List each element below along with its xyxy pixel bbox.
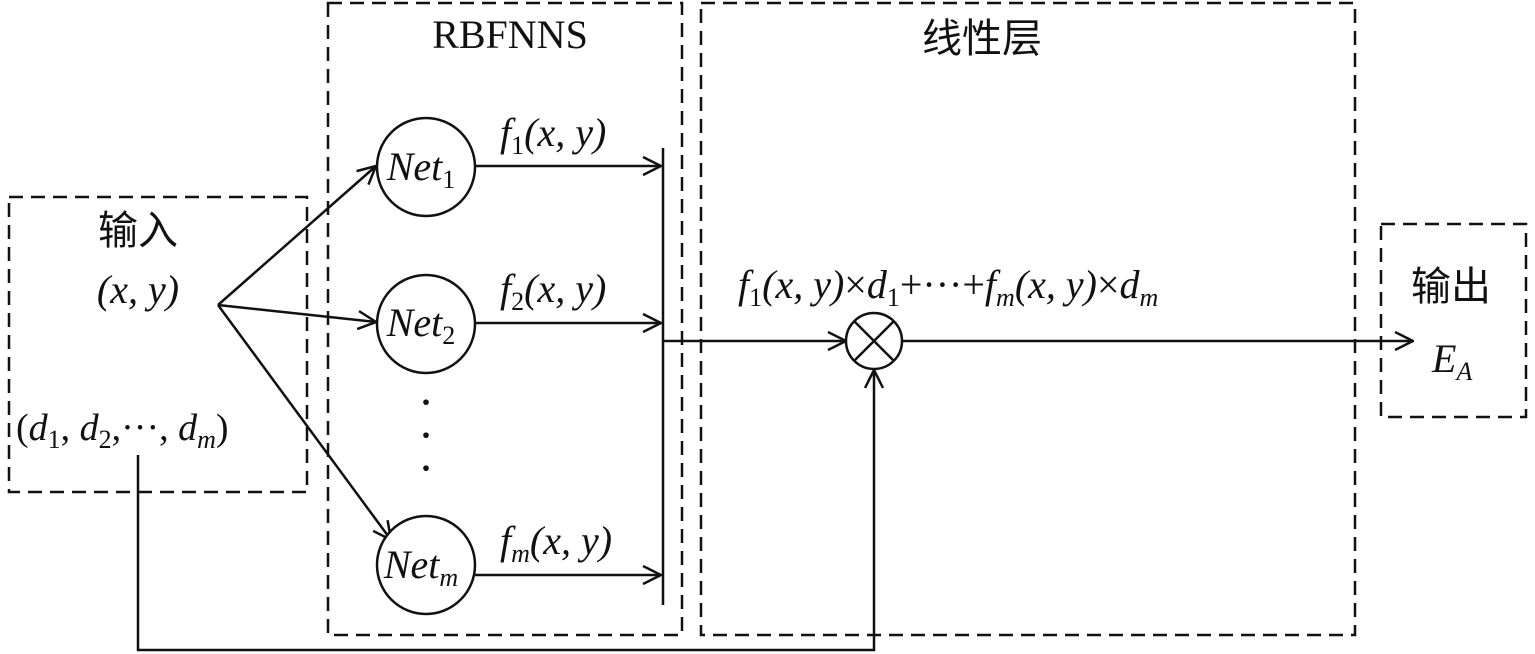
linear-layer-title: 线性层 [922, 16, 1042, 61]
svg-text:·: · [418, 376, 434, 429]
d-weights-path [136, 370, 874, 652]
netm-node: Netm [375, 514, 477, 616]
input-xy-label: (x, y) [97, 267, 179, 312]
weighted-sum-formula: f1(x, y)×d1+···+fm(x, y)×dm [738, 262, 1158, 312]
fm-label: fm(x, y) [500, 518, 612, 568]
multiply-node [844, 311, 904, 371]
arrow-input-to-net2 [217, 303, 376, 322]
output-box [1379, 222, 1528, 419]
output-ea-label: EA [1431, 336, 1472, 386]
svg-text:Net2: Net2 [386, 300, 456, 350]
net1-node: Net1 [375, 116, 477, 218]
svg-text:·: · [418, 442, 434, 495]
svg-text:·: · [418, 409, 434, 462]
arrow-input-to-netm [216, 304, 391, 540]
arrow-input-to-net1 [217, 166, 376, 306]
rbf-box [326, 1, 684, 637]
output-title: 输出 [1411, 264, 1491, 309]
f1-label: f1(x, y) [500, 110, 606, 160]
input-box [7, 195, 309, 494]
input-title: 输入 [98, 208, 178, 253]
vertical-ellipsis: · · · [418, 376, 434, 495]
linear-layer-box [699, 1, 1357, 637]
input-d-vector-label: (d1, d2,···, dm) [16, 407, 229, 454]
f2-label: f2(x, y) [500, 266, 606, 316]
net2-node: Net2 [375, 273, 477, 375]
svg-text:Netm: Netm [383, 542, 458, 592]
svg-text:Net1: Net1 [386, 144, 456, 194]
rbf-title: RBFNNS [432, 12, 588, 57]
